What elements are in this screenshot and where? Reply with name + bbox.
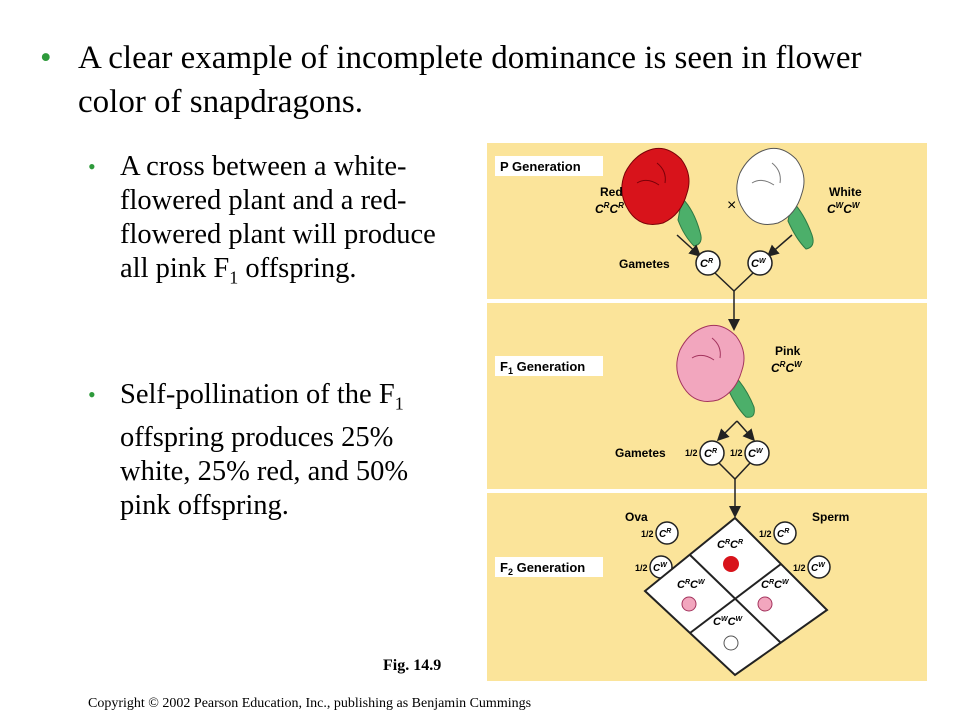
copyright-notice: Copyright © 2002 Pearson Education, Inc.… [88,696,532,711]
pink-snapdragon-icon [676,324,755,418]
sperm-cw-circle [807,555,831,579]
gamete-cr-circle [695,250,721,276]
sperm-label: Sperm [812,510,849,524]
f2-pink-flower-right-icon [757,596,773,612]
main-bullet-text: A clear example of incomplete dominance … [78,40,862,120]
white-label: White [829,185,862,199]
f1-half-cw: 1/2 [730,448,743,458]
red-genotype: CRCR [595,201,624,216]
cell-crcw-left-text: CRCW [677,579,706,591]
pink-genotype: CRCW [771,360,803,375]
ova-label: Ova [625,510,648,524]
ova-cw-text: CW [653,562,668,574]
sperm-cr-circle [773,521,797,545]
red-snapdragon-icon [621,147,702,247]
f1-generation-label: F1 Generation [500,359,585,376]
white-genotype: CWCW [827,201,861,216]
f2-generation-label: F2 Generation [500,560,585,577]
sperm-half-cw: 1/2 [793,563,806,573]
sperm-cr-text: CR [777,528,789,540]
ova-half-cw: 1/2 [635,563,648,573]
f1-gamete-cw-text: CW [748,448,764,460]
f1-gamete-cr-circle [699,440,725,466]
f1-gametes-label: Gametes [615,446,666,460]
cell-crcr-text: CRCR [717,539,743,551]
bullet-dot: • [88,154,96,179]
ova-half-cr: 1/2 [641,529,654,539]
white-snapdragon-icon [736,147,814,250]
ova-cr-text: CR [659,528,671,540]
f2-red-flower-icon [723,556,739,572]
f1-gamete-cw-circle [744,440,770,466]
sub-bullet-text: A cross between a white-flowered plant a… [120,151,436,288]
sperm-cw-text: CW [811,562,826,574]
ova-cr-circle [655,521,679,545]
cross-symbol: × [727,197,736,214]
f2-white-flower-icon [723,635,739,651]
punnett-square [643,516,829,677]
gamete-cr-text: CR [700,258,713,270]
cell-cwcw-text: CWCW [713,616,744,628]
p-generation-label: P Generation [500,159,581,174]
f1-half-cr: 1/2 [685,448,698,458]
bullet-dot: • [40,40,52,76]
f2-pink-flower-left-icon [681,596,697,612]
genetics-cross-figure: P Generation F1 Generation F2 Generation… [487,143,927,681]
f1-gamete-cr-text: CR [704,448,717,460]
cell-crcw-right-text: CRCW [761,579,790,591]
p-gametes-label: Gametes [619,257,670,271]
pink-label: Pink [775,344,801,358]
red-label: Red [600,185,623,199]
bullet-dot: • [88,382,96,407]
gamete-cw-text: CW [751,258,767,270]
figure-label: Fig. 14.9 [383,657,442,674]
sperm-half-cr: 1/2 [759,529,772,539]
gamete-cw-circle [747,250,773,276]
sub-bullet-text: Self-pollination of the F1 offspring pro… [120,379,409,521]
